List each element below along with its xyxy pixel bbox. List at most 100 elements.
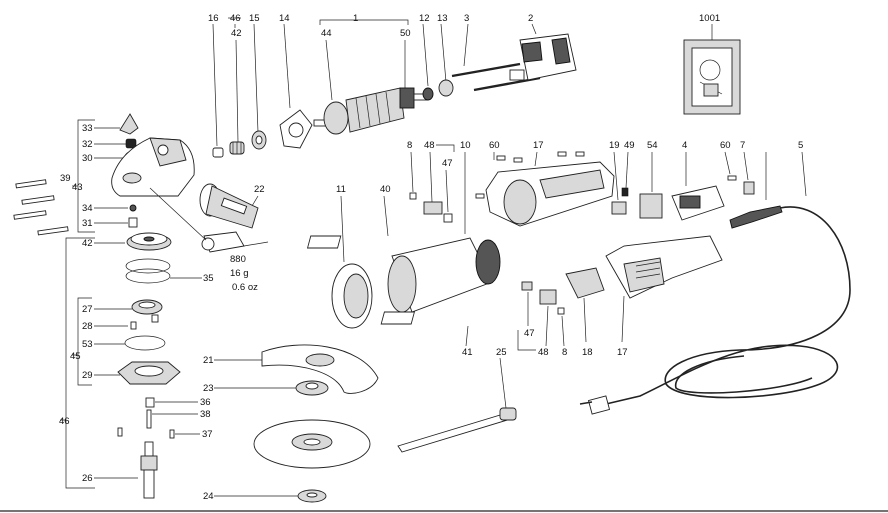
screws-60-a — [496, 151, 585, 163]
label-50: 50 — [400, 28, 411, 39]
label-36: 36 — [200, 397, 211, 408]
part-12 — [422, 87, 434, 101]
part-41-label — [380, 311, 415, 325]
label-17-bottom: 17 — [617, 347, 628, 358]
part-26-spindle — [140, 441, 158, 499]
inset-1001-label-plate — [683, 39, 741, 115]
part-11-cover — [331, 263, 373, 329]
label-13: 13 — [437, 13, 448, 24]
grease-weight-g: 16 g — [230, 268, 249, 279]
label-53: 53 — [82, 339, 93, 350]
part-29-flange — [117, 361, 181, 385]
label-29: 29 — [82, 370, 93, 381]
label-21: 21 — [203, 355, 214, 366]
label-42-top: 42 — [231, 28, 242, 39]
label-60-a: 60 — [489, 140, 500, 151]
label-24: 24 — [203, 491, 214, 502]
label-32: 32 — [82, 139, 93, 150]
label-30: 30 — [82, 153, 93, 164]
label-48-bottom: 48 — [538, 347, 549, 358]
part-37 — [169, 429, 175, 439]
part-22-side-handle — [199, 183, 259, 229]
part-28-screw — [130, 321, 137, 330]
part-7 — [743, 181, 755, 195]
part-60-b — [727, 175, 737, 181]
label-45: 45 — [70, 351, 81, 362]
label-26: 26 — [82, 473, 93, 484]
label-14: 14 — [279, 13, 290, 24]
bracket-lines-left — [60, 119, 95, 489]
part-43-gear-housing — [111, 137, 195, 197]
label-4: 4 — [682, 140, 687, 151]
part-24-clamp-nut — [297, 489, 327, 503]
part-8-top — [409, 192, 417, 200]
label-47-top: 47 — [442, 158, 453, 169]
label-37: 37 — [202, 429, 213, 440]
part-42-bevel-gear — [126, 232, 172, 251]
part-grease-tube — [201, 231, 269, 253]
part-35-ring-b — [125, 268, 171, 284]
part-grinding-wheel — [253, 419, 371, 469]
part-21-wheel-guard — [261, 344, 379, 394]
part-27-bearing — [131, 299, 163, 315]
label-38: 38 — [200, 409, 211, 420]
part-6-cable-sleeve — [729, 205, 783, 229]
part-40-label — [306, 235, 342, 249]
label-8-top: 8 — [407, 140, 412, 151]
label-28: 28 — [82, 321, 93, 332]
part-14-plate — [279, 109, 313, 149]
label-2: 2 — [528, 13, 533, 24]
label-15: 15 — [249, 13, 260, 24]
part-47-brush-bottom — [521, 281, 533, 291]
leader-lines-left — [94, 127, 138, 479]
part-35-ring-a — [125, 258, 171, 274]
label-16: 16 — [208, 13, 219, 24]
label-41: 41 — [462, 347, 473, 358]
part-54 — [639, 193, 663, 219]
part-10-motor-housing — [387, 237, 501, 313]
label-46-left: 46 — [59, 416, 70, 427]
part-19 — [611, 201, 627, 215]
label-54: 54 — [647, 140, 658, 151]
part-1-armature — [313, 87, 429, 135]
part-49 — [621, 187, 629, 197]
part-33-cap — [119, 113, 139, 135]
grease-weight-oz: 0.6 oz — [232, 282, 258, 293]
label-49: 49 — [624, 140, 635, 151]
label-12: 12 — [419, 13, 430, 24]
part-53-ring — [124, 335, 166, 351]
label-18: 18 — [582, 347, 593, 358]
part-16 — [212, 147, 224, 158]
label-34: 34 — [82, 203, 93, 214]
part-32-nut — [125, 138, 137, 149]
label-42: 42 — [82, 238, 93, 249]
part-25-wrench — [397, 407, 517, 453]
label-48-top: 48 — [424, 140, 435, 151]
part-34 — [129, 204, 137, 212]
part-18-cover — [565, 267, 605, 299]
label-11: 11 — [336, 184, 346, 195]
part-47-brush-top — [443, 213, 453, 223]
label-1: 1 — [353, 13, 358, 24]
label-23: 23 — [203, 383, 214, 394]
label-3: 3 — [464, 13, 469, 24]
label-10: 10 — [460, 140, 471, 151]
label-7: 7 — [740, 140, 745, 151]
label-47-bottom: 47 — [524, 328, 535, 339]
part-4-switch — [671, 185, 725, 221]
label-43: 43 — [72, 182, 83, 193]
label-35: 35 — [203, 273, 214, 284]
part-15-bearing — [251, 130, 267, 150]
label-5: 5 — [798, 140, 803, 151]
label-25: 25 — [496, 347, 507, 358]
part-48-brush-holder-top — [423, 201, 443, 215]
part-17-handle-housing-top — [485, 161, 615, 227]
label-60-b: 60 — [720, 140, 731, 151]
part-13 — [438, 79, 454, 97]
part-48-brush-holder-bottom — [539, 289, 557, 305]
part-38 — [146, 409, 152, 429]
part-42-pinion — [229, 141, 245, 155]
label-46-top: 46 — [230, 13, 241, 24]
part-8-bottom — [557, 307, 565, 315]
